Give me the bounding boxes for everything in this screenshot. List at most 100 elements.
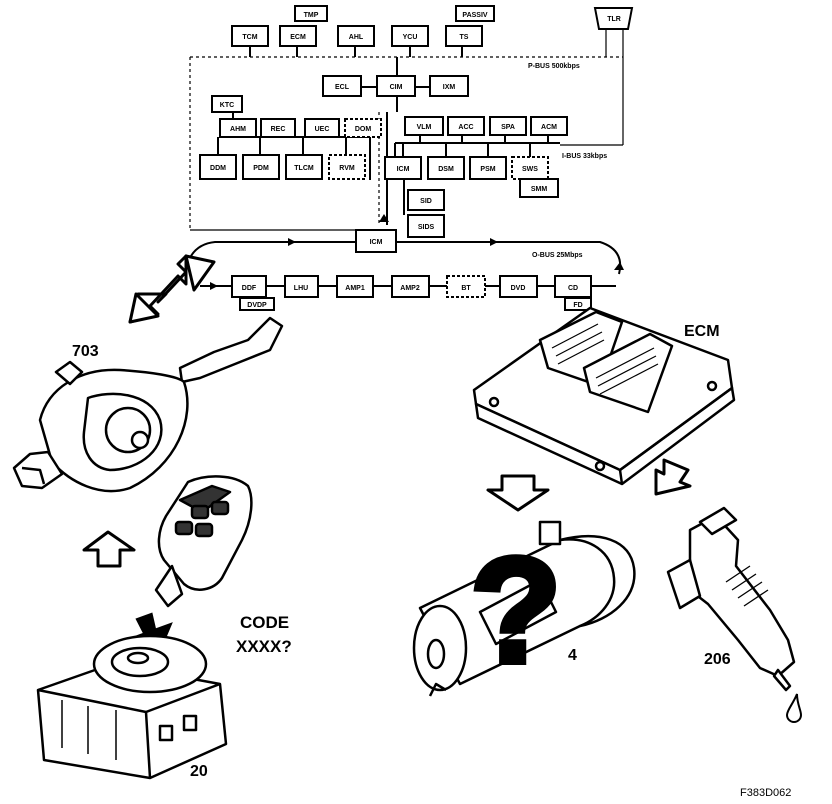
module-ddm: DDM	[199, 154, 237, 180]
module-drvsp-label: PASSIV	[462, 12, 487, 19]
module-ecl: ECL	[322, 75, 362, 97]
module-drvsp: PASSIV	[455, 5, 495, 22]
module-icm-hub: ICM	[355, 229, 397, 253]
question-mark-outline: ?	[470, 526, 562, 694]
module-dom-label: DOM	[355, 126, 372, 133]
module-tmp: TMP	[294, 5, 328, 22]
module-sws: SWS	[511, 156, 549, 180]
module-pdm-label: PDM	[253, 165, 269, 172]
fuel-injector-206	[666, 506, 796, 692]
module-smm: SMM	[519, 178, 559, 198]
module-tlr: TLR	[593, 7, 634, 30]
module-sid: SID	[407, 189, 445, 211]
module-dvd: DVD	[499, 275, 538, 298]
module-psm-label: PSM	[480, 166, 495, 173]
module-ts: TS	[445, 25, 483, 47]
code-label-line1: CODE	[240, 613, 289, 632]
module-ahl: AHL	[337, 25, 375, 47]
module-acc: ACC	[447, 116, 485, 136]
ibus-label: I-BUS 33kbps	[562, 153, 607, 160]
module-fd-label: FD	[573, 302, 582, 309]
starter-motor-4	[412, 520, 636, 697]
arrowhead-top-icon	[184, 254, 216, 292]
module-uec: UEC	[304, 118, 340, 138]
module-tlcm: TLCM	[285, 154, 323, 180]
module-spa: SPA	[489, 116, 527, 136]
module-ddf: DDF	[231, 275, 267, 298]
module-amp1: AMP1	[336, 275, 374, 298]
question-mark-icon: ? ?	[467, 523, 565, 697]
ecm-unit	[472, 306, 736, 486]
part-number-206: 206	[704, 651, 731, 668]
module-vlm: VLM	[404, 116, 444, 136]
module-cd: CD	[554, 275, 592, 298]
module-cd-label: CD	[568, 285, 578, 292]
module-dsm-label: DSM	[438, 166, 454, 173]
module-dvdp-label: DVDP	[247, 302, 267, 309]
module-rec-label: REC	[271, 126, 286, 133]
module-ycu-label: YCU	[403, 34, 418, 41]
module-dvdp: DVDP	[239, 297, 275, 311]
module-rvm: RVM	[328, 154, 366, 180]
module-acm: ACM	[530, 116, 568, 136]
module-ddm-label: DDM	[210, 165, 226, 172]
module-uec-label: UEC	[315, 126, 330, 133]
module-ycu: YCU	[391, 25, 429, 47]
fuel-drop-icon	[785, 693, 803, 723]
module-ecm-top-label: ECM	[290, 34, 306, 41]
key-fob	[154, 475, 253, 608]
module-tcm: TCM	[231, 25, 269, 47]
module-rec: REC	[260, 118, 296, 138]
module-psm: PSM	[469, 156, 507, 180]
module-vlm-label: VLM	[417, 124, 432, 131]
module-cim: CIM	[376, 75, 416, 97]
part-number-4: 4	[568, 647, 577, 664]
down-arrow-injector-icon	[654, 458, 692, 496]
module-smm-label: SMM	[531, 186, 548, 193]
pbus-label: P-BUS 500kbps	[528, 63, 580, 70]
module-icm-ibus-label: ICM	[397, 166, 410, 173]
module-amp1-label: AMP1	[345, 285, 365, 292]
module-ahm-label: AHM	[230, 126, 246, 133]
module-sws-label: SWS	[522, 166, 538, 173]
module-ecl-label: ECL	[335, 84, 350, 91]
module-ts-label: TS	[460, 34, 469, 41]
code-label-line2: XXXX?	[236, 637, 292, 656]
module-ktc: KTC	[211, 95, 243, 113]
obus-label: O-BUS 25Mbps	[532, 252, 583, 259]
module-sids-label: SIDS	[418, 224, 435, 231]
module-lhu: LHU	[284, 275, 319, 298]
module-cim-label: CIM	[390, 84, 403, 91]
module-tcm-label: TCM	[242, 34, 257, 41]
module-sid-label: SID	[420, 198, 432, 205]
module-dsm: DSM	[427, 156, 465, 180]
part-number-703: 703	[72, 343, 99, 360]
module-spa-label: SPA	[501, 124, 515, 131]
module-acm-label: ACM	[541, 124, 557, 131]
module-ahm: AHM	[219, 118, 257, 138]
arrowhead-bottom-icon	[128, 292, 160, 324]
module-tlr-label: TLR	[607, 16, 621, 23]
steering-switch-703	[12, 316, 284, 493]
module-ahl-label: AHL	[349, 34, 364, 41]
module-amp2-label: AMP2	[400, 285, 420, 292]
module-tlcm-label: TLCM	[294, 165, 314, 172]
module-ixm-label: IXM	[443, 84, 456, 91]
module-ktc-label: KTC	[220, 102, 234, 109]
module-ixm: IXM	[429, 75, 469, 97]
module-icm-ibus: ICM	[384, 156, 422, 180]
module-fd: FD	[564, 297, 592, 311]
module-dom: DOM	[344, 118, 382, 138]
module-acc-label: ACC	[458, 124, 473, 131]
module-bt-label: BT	[461, 285, 471, 292]
module-lhu-label: LHU	[294, 285, 308, 292]
bus-arrows	[210, 214, 624, 290]
module-tmp-label: TMP	[304, 12, 319, 19]
module-bt: BT	[446, 275, 486, 298]
module-dvd-label: DVD	[511, 285, 526, 292]
part-number-20: 20	[190, 763, 208, 780]
figure-reference: F383D062	[740, 787, 791, 799]
ignition-switch-20	[36, 634, 228, 780]
module-ddf-label: DDF	[242, 285, 257, 292]
